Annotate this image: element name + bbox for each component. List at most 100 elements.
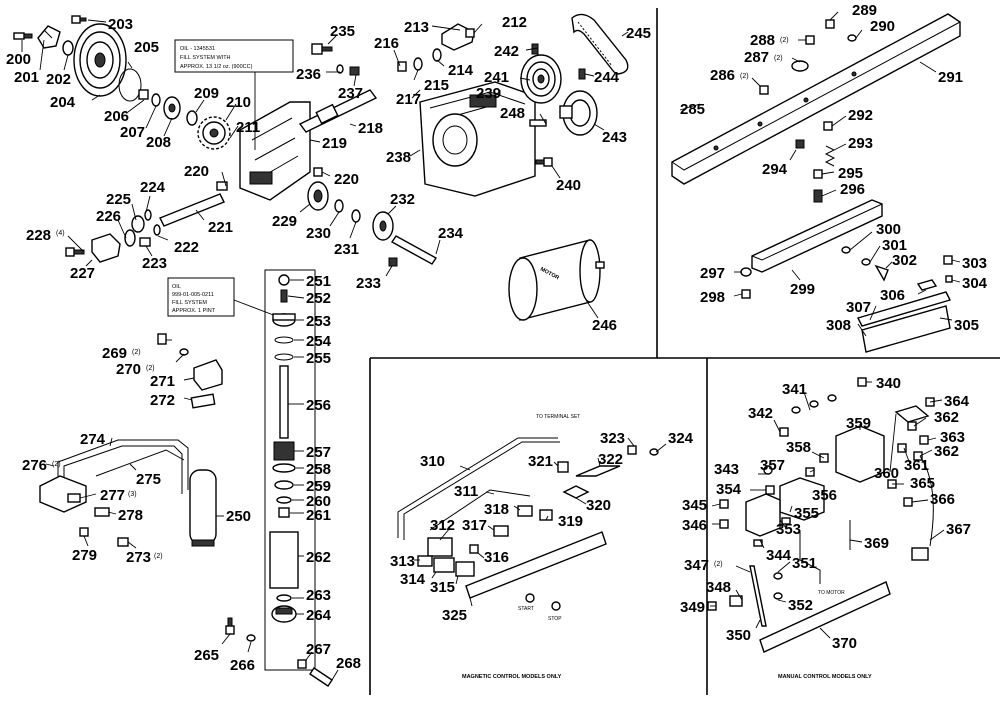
callout-349: 349 — [680, 599, 705, 616]
part-housing-238 — [419, 81, 536, 197]
callout-343: 343 — [714, 461, 739, 478]
callout-288: 288 — [750, 32, 775, 49]
part-collar-257 — [273, 441, 295, 461]
part-housing-219 — [239, 101, 311, 201]
callout-210: 210 — [226, 94, 251, 111]
part-nut-363 — [919, 435, 929, 445]
callout-267: 267 — [306, 641, 331, 658]
part-key-248 — [529, 119, 547, 127]
callout-360: 360 — [874, 465, 899, 482]
part-screw-342 — [779, 427, 789, 437]
callout-203: 203 — [108, 16, 133, 33]
callout-254: 254 — [306, 333, 332, 350]
motor-246: MOTOR — [508, 239, 605, 321]
column-assembly: OIL 999-01-005-0211 FILL SYSTEM APPROX. … — [167, 269, 333, 687]
part-screw-235 — [311, 43, 333, 55]
callout-296: 296 — [840, 181, 865, 198]
part-nut-321 — [557, 461, 569, 473]
part-bolt-294 — [795, 139, 805, 149]
callout-240: 240 — [556, 177, 581, 194]
part-switch-319 — [539, 509, 553, 521]
callout-340: 340 — [876, 375, 901, 392]
part-nut-304 — [945, 275, 953, 283]
callout-278: 278 — [118, 507, 143, 524]
callout-245: 245 — [626, 25, 651, 42]
part-sleeve-262 — [269, 531, 299, 589]
part-washer-300 — [841, 246, 851, 254]
part-connector-313 — [417, 555, 433, 567]
callout-364: 364 — [944, 393, 970, 410]
callout-287: 287 — [744, 49, 769, 66]
part-tube-274 — [57, 439, 189, 494]
part-plate-272 — [190, 393, 216, 409]
part-ring-202 — [62, 40, 74, 56]
callout-227: 227 — [70, 265, 95, 282]
qty-286: (2) — [740, 73, 749, 80]
part-knob-201 — [37, 25, 61, 49]
part-panel-370 — [759, 581, 891, 653]
callout-259: 259 — [306, 478, 331, 495]
part-nut-362a — [907, 421, 917, 431]
part-ring-230 — [334, 199, 344, 213]
leader-lines — [21, 11, 961, 681]
callout-310: 310 — [420, 453, 445, 470]
callout-236: 236 — [296, 66, 321, 83]
part-cord-367 — [911, 455, 934, 561]
callout-324: 324 — [668, 430, 694, 447]
callout-308: 308 — [826, 317, 851, 334]
callout-297: 297 — [700, 265, 725, 282]
callout-302: 302 — [892, 252, 917, 269]
oil-upper-line1: OIL - 1345531 — [180, 46, 215, 52]
part-nut-346 — [719, 519, 729, 529]
part-washer-222 — [153, 224, 161, 236]
part-bolt-240 — [535, 157, 553, 167]
part-oring-205 — [118, 68, 142, 102]
callout-239: 239 — [476, 85, 501, 102]
part-nut-362b — [913, 451, 923, 461]
callout-260: 260 — [306, 493, 331, 510]
qty-287: (2) — [774, 55, 783, 62]
callout-244: 244 — [594, 69, 620, 86]
part-pin-220a — [216, 181, 228, 191]
callout-237: 237 — [338, 85, 363, 102]
callout-353: 353 — [776, 521, 801, 538]
callout-215: 215 — [424, 77, 449, 94]
callout-248: 248 — [500, 105, 525, 122]
callout-350: 350 — [726, 627, 751, 644]
callout-351: 351 — [792, 555, 817, 572]
part-washer-207 — [151, 93, 161, 107]
callout-342: 342 — [748, 405, 773, 422]
part-fitting-279 — [79, 527, 89, 537]
callout-300: 300 — [876, 221, 901, 238]
magnetic-control-assembly: TO TERMINAL SET START STOP MAGNETIC CONT… — [397, 414, 659, 680]
part-nut-355 — [781, 517, 791, 525]
callout-359: 359 — [846, 415, 871, 432]
part-screw-265 — [225, 617, 235, 635]
to-terminal-set-label: TO TERMINAL SET — [536, 414, 580, 420]
qty-269: (2) — [132, 349, 141, 356]
manual-caption: MANUAL CONTROL MODELS ONLY — [778, 674, 872, 680]
part-spring-293 — [824, 145, 836, 167]
callout-358: 358 — [786, 439, 811, 456]
part-cylinder-250 — [189, 469, 217, 547]
callout-229: 229 — [272, 213, 297, 230]
part-nut-297 — [740, 267, 752, 277]
part-bracket-360 — [894, 405, 930, 423]
callout-207: 207 — [120, 124, 145, 141]
callout-341: 341 — [782, 381, 807, 398]
callout-344: 344 — [766, 547, 792, 564]
callout-230: 230 — [306, 225, 331, 242]
part-ring-259 — [274, 480, 294, 490]
part-box-315 — [455, 561, 475, 577]
part-belt-245 — [571, 13, 629, 75]
callout-362a: 362 — [934, 409, 959, 426]
callout-246: 246 — [592, 317, 617, 334]
part-knob-302 — [874, 264, 889, 282]
part-screw-296 — [813, 189, 823, 203]
callout-268: 268 — [336, 655, 361, 672]
callout-276: 276 — [22, 457, 47, 474]
part-knob-354 — [765, 485, 775, 495]
qty-277: (3) — [128, 491, 137, 498]
callout-265: 265 — [194, 647, 219, 664]
part-block-276 — [39, 475, 87, 513]
